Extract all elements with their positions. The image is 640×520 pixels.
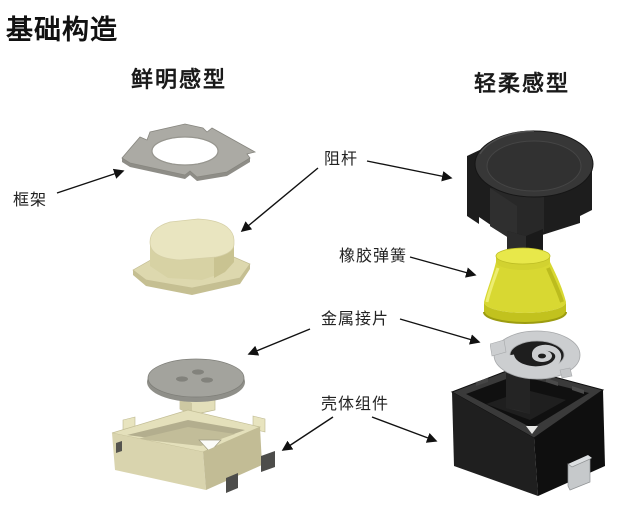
label-rubber-spring: 橡胶弹簧 xyxy=(339,246,408,265)
beige-plunger-icon xyxy=(132,218,251,295)
housing-right-arrow xyxy=(371,416,438,443)
housing-left-arrow xyxy=(281,416,334,451)
left-column-header: 鲜明感型 xyxy=(131,68,228,93)
metal-frame-icon xyxy=(121,123,257,181)
label-stem: 阻杆 xyxy=(324,149,359,168)
page-title: 基础构造 xyxy=(6,15,118,46)
stem-right-arrow xyxy=(366,160,453,182)
metal-contact-right-arrow xyxy=(399,318,481,345)
rubber-spring-icon xyxy=(483,247,567,324)
metal-dome-disc-icon xyxy=(147,358,245,402)
label-metal-contact: 金属接片 xyxy=(321,309,390,328)
black-housing-icon xyxy=(450,364,605,496)
black-plunger-cap-icon xyxy=(467,130,594,259)
metal-spiral-contact-icon xyxy=(490,330,581,380)
label-housing: 壳体组件 xyxy=(321,394,390,413)
beige-housing-icon xyxy=(111,392,275,493)
label-frame: 框架 xyxy=(13,190,48,209)
metal-contact-left-arrow xyxy=(247,328,311,356)
right-column-header: 轻柔感型 xyxy=(474,72,571,97)
